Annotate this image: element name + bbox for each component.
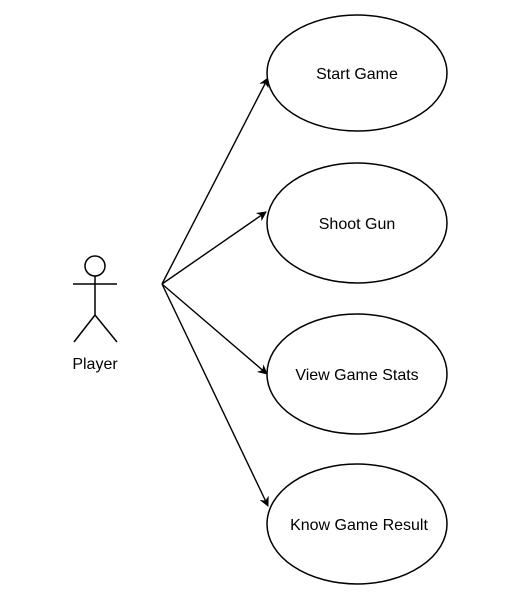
use-case-ellipse	[266, 463, 448, 585]
actor-player	[73, 255, 118, 343]
use-case-label: View Game Stats	[295, 367, 418, 384]
associations	[161, 77, 269, 507]
actor-head	[84, 255, 106, 277]
actor-label: Player	[72, 356, 118, 373]
use-case-ellipse	[266, 162, 448, 284]
actor-left-leg	[73, 314, 96, 343]
use-case-label: Shoot Gun	[319, 216, 396, 233]
association-know-game-result	[161, 283, 269, 507]
association-view-game-stats	[161, 283, 268, 375]
use-case-view-game-stats: View Game Stats	[266, 313, 448, 435]
use-case-label: Start Game	[316, 66, 398, 83]
use-case-ellipse	[266, 313, 448, 435]
use-case-ellipse	[266, 14, 448, 132]
association-start-game	[161, 77, 269, 285]
use-case-start-game: Start Game	[266, 14, 448, 132]
actor-right-leg	[94, 314, 118, 343]
use-case-label: Know Game Result	[290, 517, 428, 534]
association-shoot-gun	[161, 211, 267, 285]
use-case-shoot-gun: Shoot Gun	[266, 162, 448, 284]
use-case-know-game-result: Know Game Result	[266, 463, 448, 585]
